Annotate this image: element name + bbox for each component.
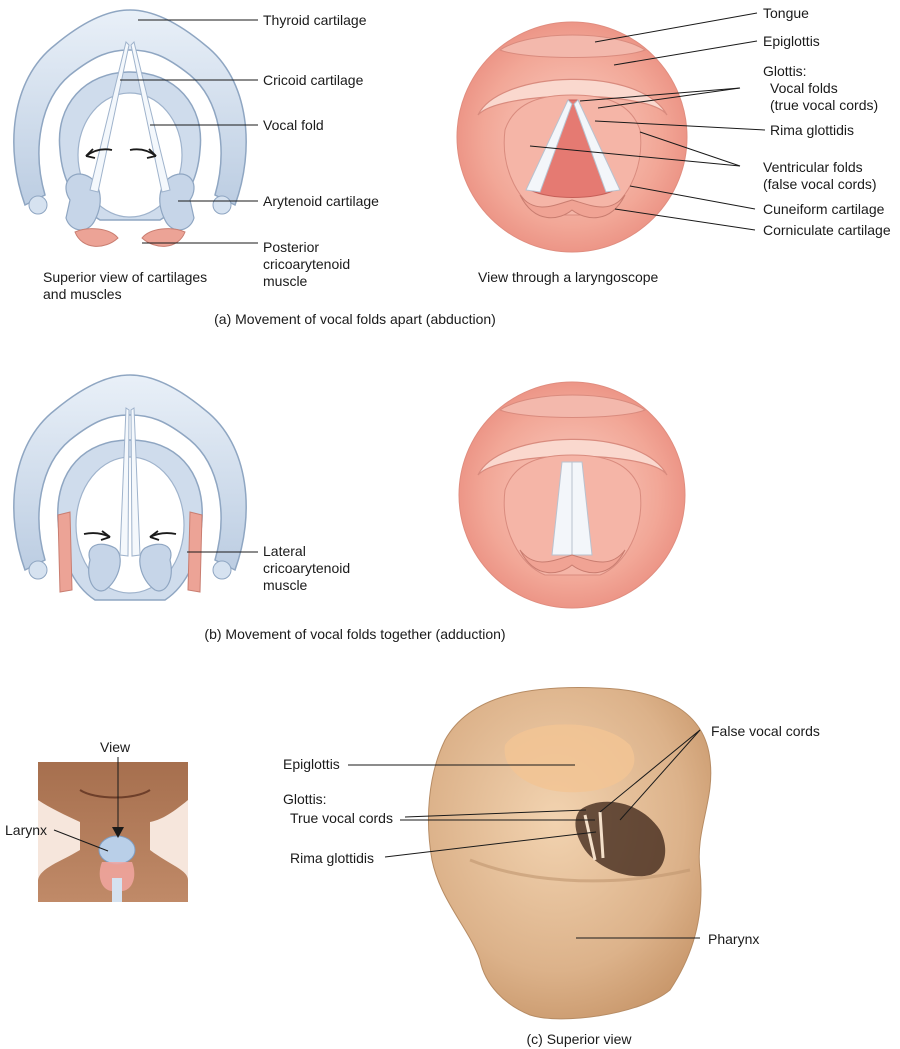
label-vocal-fold: Vocal fold [263, 117, 324, 133]
cuneiform-corniculate-shape [519, 194, 626, 219]
posterior-muscle-right [141, 228, 186, 247]
thyroid-cartilage-shape [13, 9, 247, 207]
label-epiglottis: Epiglottis [763, 33, 820, 49]
caption-panel-c: (c) Superior view [526, 1031, 632, 1047]
leader-lines [53, 12, 766, 939]
label-view: View [100, 739, 131, 755]
specimen-photo [427, 687, 712, 1020]
caption-panel-b: (b) Movement of vocal folds together (ad… [204, 626, 506, 642]
adduction-laryngoscope-illustration [458, 381, 686, 609]
tongue-shape [498, 34, 647, 58]
adduction-cartilage-illustration [13, 374, 247, 601]
posterior-muscle-left [74, 228, 119, 247]
label-tongue: Tongue [763, 5, 809, 21]
abduction-cartilage-illustration [13, 9, 247, 247]
label-specimen-rima-glottidis: Rima glottidis [290, 850, 375, 866]
left-horn [28, 195, 48, 215]
label-arytenoid-cartilage: Arytenoid cartilage [263, 193, 379, 209]
label-lateral-cricoarytenoid: Lateral cricoarytenoid muscle [263, 543, 351, 593]
right-horn [212, 195, 232, 215]
label-rima-glottidis: Rima glottidis [770, 122, 855, 138]
left-true-vocal-fold [525, 99, 573, 193]
label-glottis-heading: Glottis: [763, 63, 807, 79]
caption-panel-a: (a) Movement of vocal folds apart (abduc… [214, 311, 496, 327]
label-cuneiform-cartilage: Cuneiform cartilage [763, 201, 885, 217]
right-true-vocal-fold [573, 99, 621, 193]
label-ventricular-folds: Ventricular folds (false vocal cords) [763, 159, 877, 192]
neck-thumbnail [38, 762, 188, 902]
label-true-vocal-cords: True vocal cords [290, 810, 393, 826]
label-posterior-cricoarytenoid: Posterior cricoarytenoid muscle [263, 239, 351, 289]
abduction-laryngoscope-illustration [456, 21, 688, 253]
cricoid-lumen [77, 92, 183, 218]
label-vocal-folds: Vocal folds (true vocal cords) [770, 80, 879, 113]
label-corniculate-cartilage: Corniculate cartilage [763, 222, 891, 238]
caption-superior-view: Superior view of cartilages and muscles [43, 269, 208, 302]
label-thyroid-cartilage: Thyroid cartilage [263, 12, 367, 28]
label-specimen-glottis-heading: Glottis: [283, 791, 327, 807]
epiglottis-shape [477, 78, 668, 116]
left-lateral-muscle [57, 511, 73, 593]
adduction-arrows [83, 530, 177, 541]
label-specimen-epiglottis: Epiglottis [283, 756, 340, 772]
label-pharynx: Pharynx [708, 931, 760, 947]
view-arrowhead [112, 827, 124, 838]
abduction-arrows [85, 148, 157, 159]
label-false-vocal-cords: False vocal cords [711, 723, 820, 739]
left-vocal-fold-shape [89, 41, 130, 193]
label-larynx: Larynx [5, 822, 48, 838]
label-cricoid-cartilage: Cricoid cartilage [263, 72, 364, 88]
caption-laryngoscope-view: View through a laryngoscope [478, 269, 659, 285]
